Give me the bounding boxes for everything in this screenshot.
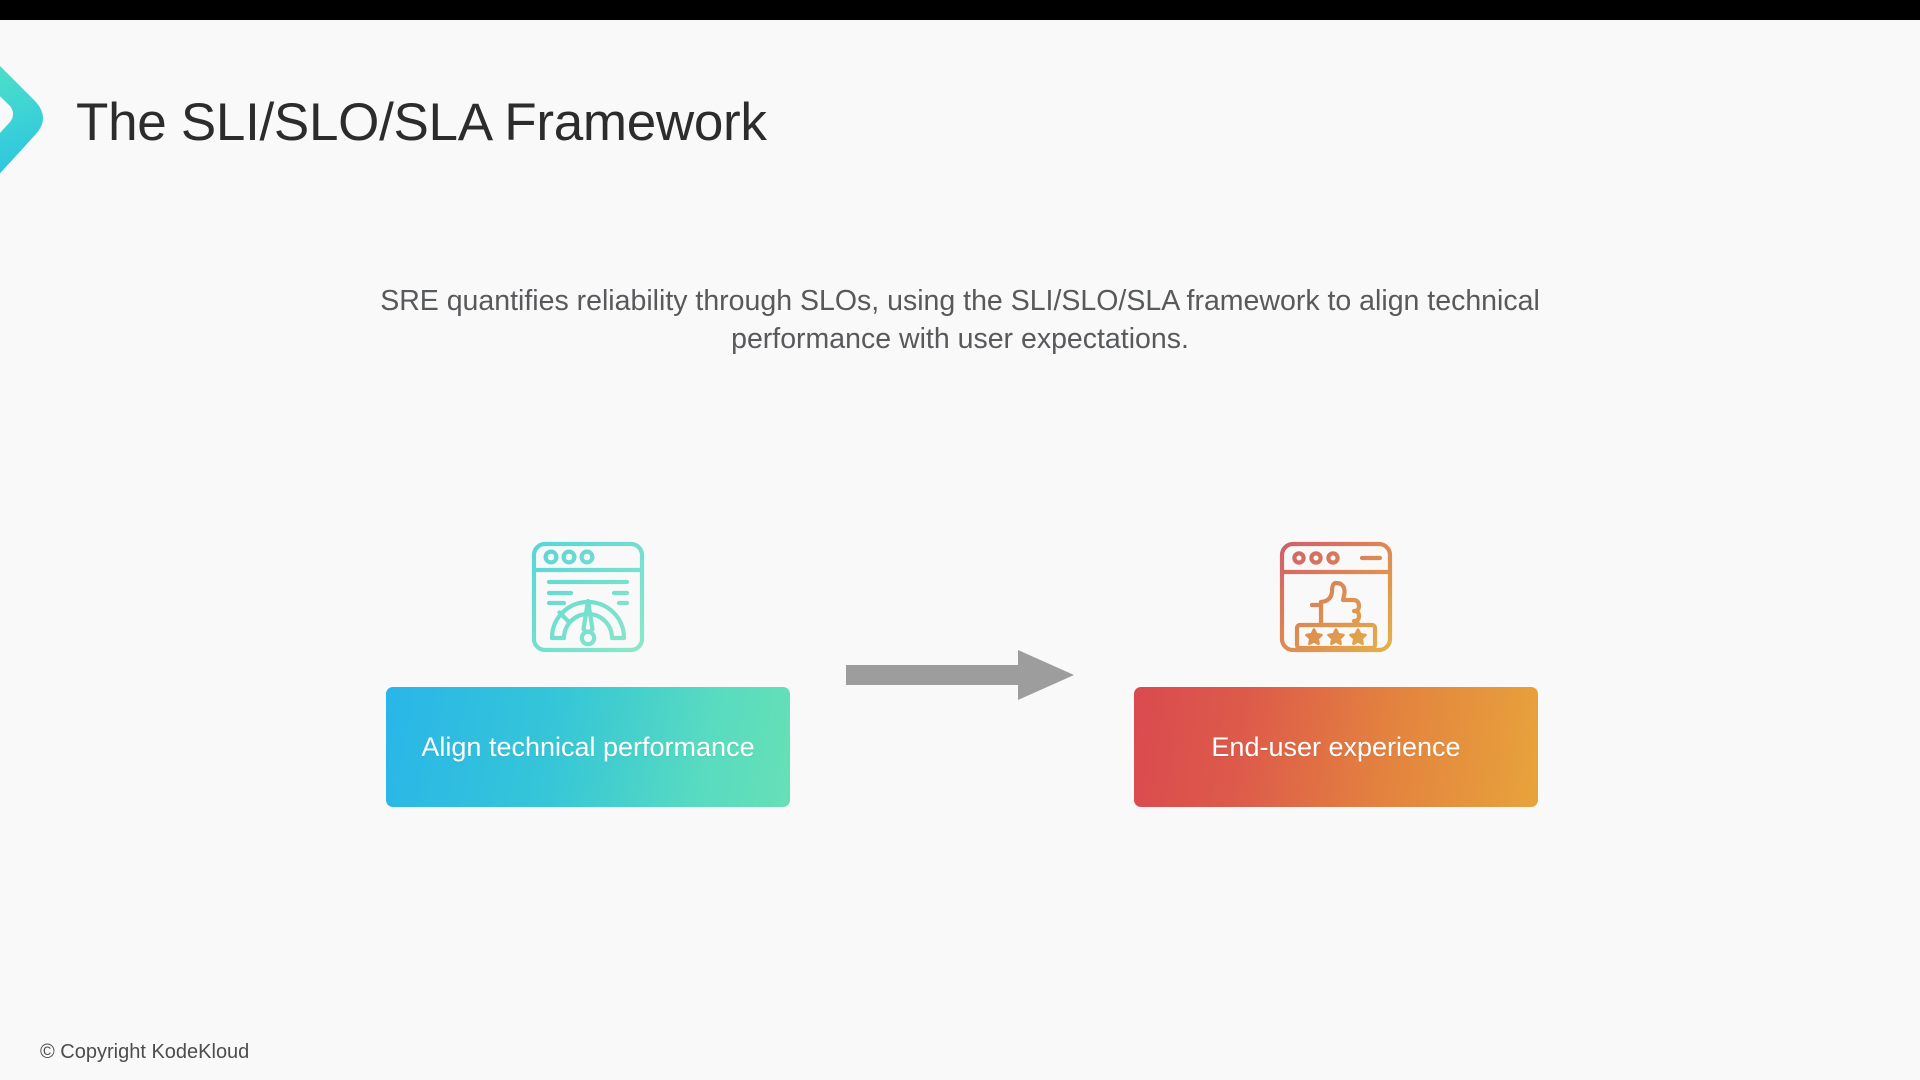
flow-box-end-user-experience: End-user experience — [1134, 687, 1538, 807]
flow-step-align-technical-performance: Align technical performance — [386, 535, 790, 807]
flow-box-align-technical-performance: Align technical performance — [386, 687, 790, 807]
chevron-right-decoration-icon — [0, 34, 64, 192]
letterbox-bar-top — [0, 0, 1920, 20]
flow-box-label: Align technical performance — [421, 731, 755, 762]
browser-gauge-icon — [526, 535, 650, 659]
slide-subtitle: SRE quantifies reliability through SLOs,… — [380, 285, 1540, 355]
slide-canvas: The SLI/SLO/SLA Framework SRE quantifies… — [0, 20, 1920, 1080]
page-title: The SLI/SLO/SLA Framework — [76, 93, 767, 152]
footer-copyright: © Copyright KodeKloud — [40, 1041, 250, 1063]
flow-box-label: End-user experience — [1211, 731, 1461, 762]
flow-step-end-user-experience: End-user experience — [1134, 535, 1538, 807]
flow-diagram: Align technical performance — [0, 535, 1920, 845]
browser-thumbs-up-stars-icon — [1274, 535, 1398, 659]
right-arrow-icon — [846, 650, 1074, 700]
